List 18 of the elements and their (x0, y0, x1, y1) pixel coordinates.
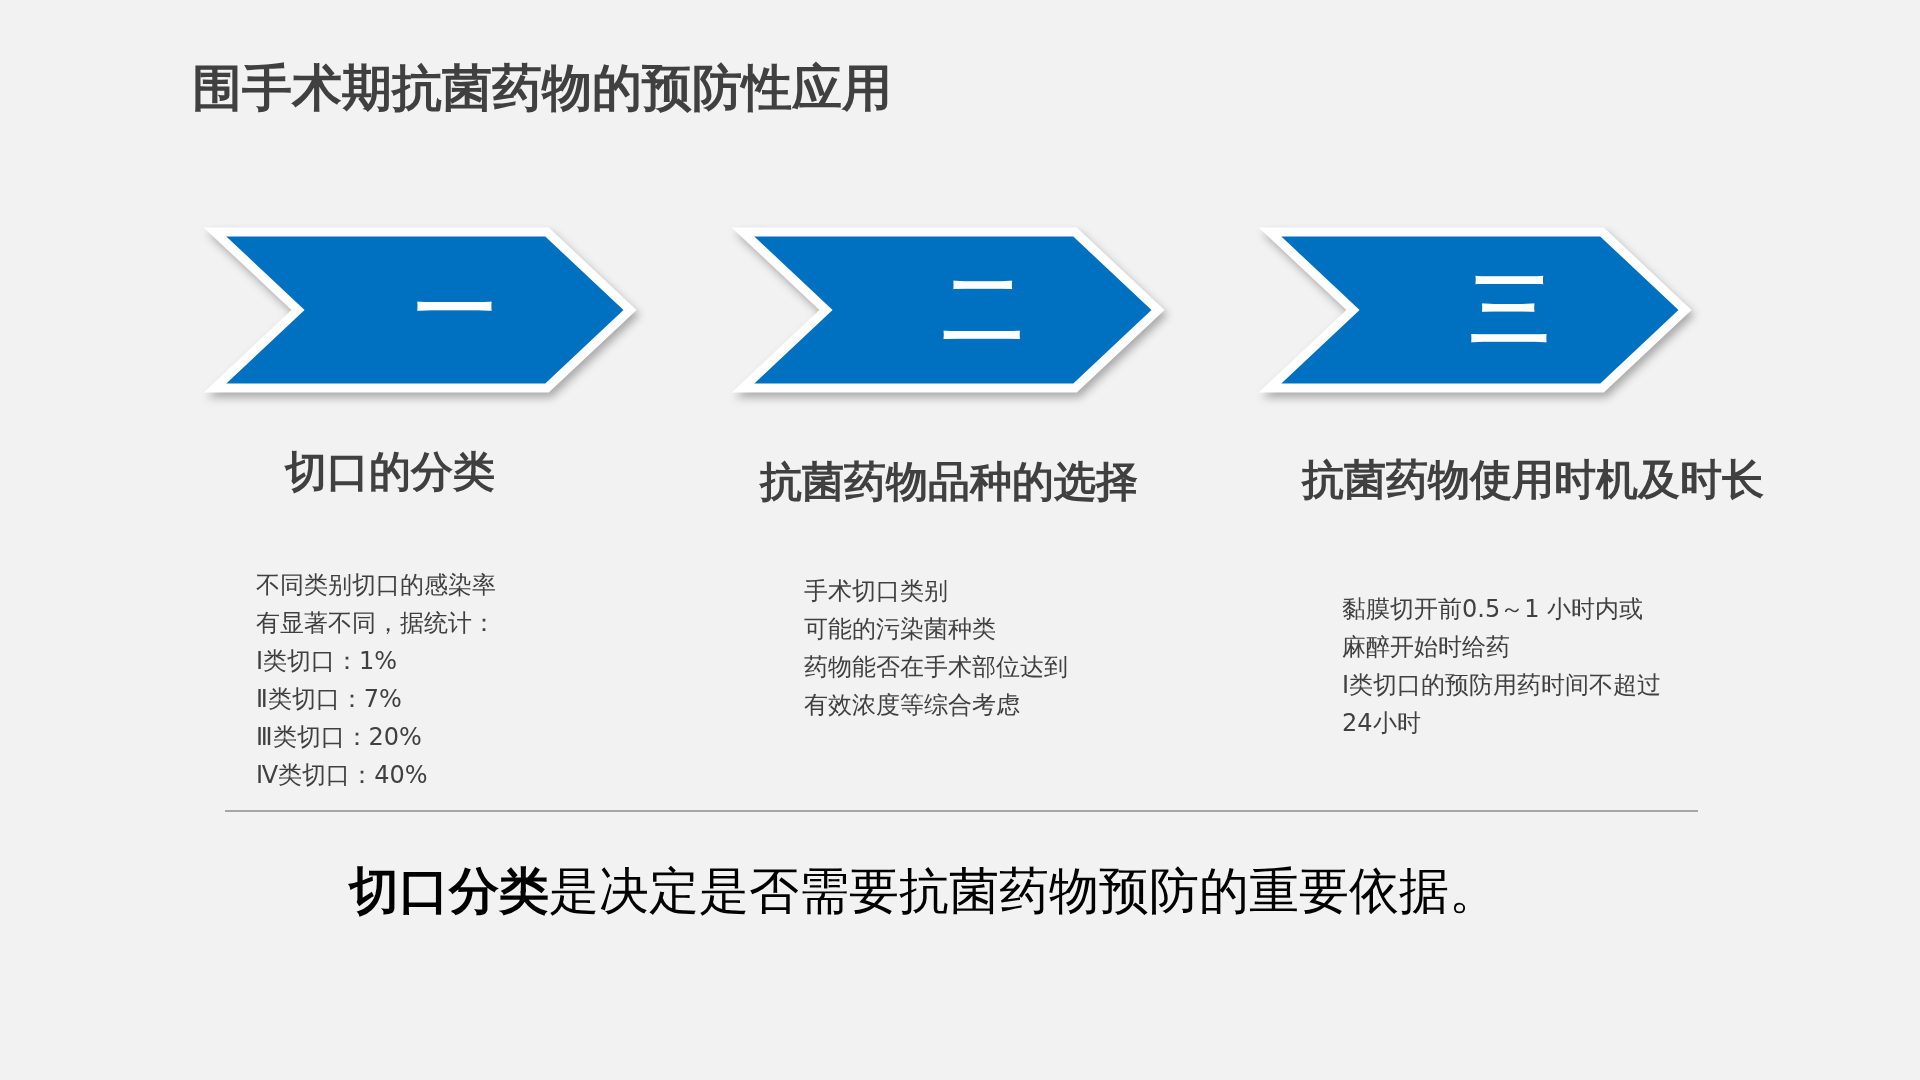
body-text: 不同类别切口的感染率有显著不同，据统计： (256, 570, 497, 639)
title: 围手术期抗菌药物的预防性应用 (192, 58, 892, 119)
body-text: Ⅱ类切口：7% (256, 684, 403, 715)
section-heading: 抗菌药物品种的选择 (758, 456, 1139, 508)
body-text: 黏膜切开前0.5～1 小时内或麻醉开始时给药 (1342, 594, 1645, 663)
body-text: 药物能否在手术部位达到有效浓度等综合考虑 (804, 652, 1069, 721)
body-text: 可能的污染菌种类 (804, 614, 997, 645)
section-heading: 切口的分类 (283, 446, 496, 498)
step-numeral: 一 (414, 268, 496, 352)
section-heading: 抗菌药物使用时机及时长 (1300, 454, 1765, 506)
body-text: 手术切口类别 (804, 576, 949, 607)
step-numeral: 三 (1469, 268, 1551, 352)
body-text: Ⅰ类切口的预防用药时间不超过24小时 (1342, 670, 1663, 739)
body-text: Ⅰ类切口：1% (256, 646, 399, 677)
body-text: Ⅳ类切口：40% (256, 760, 429, 791)
body-text: Ⅲ类切口：20% (256, 722, 423, 753)
step-numeral: 二 (942, 268, 1024, 352)
conclusion-text: 切口分类是决定是否需要抗菌药物预防的重要依据。 (349, 861, 1499, 922)
